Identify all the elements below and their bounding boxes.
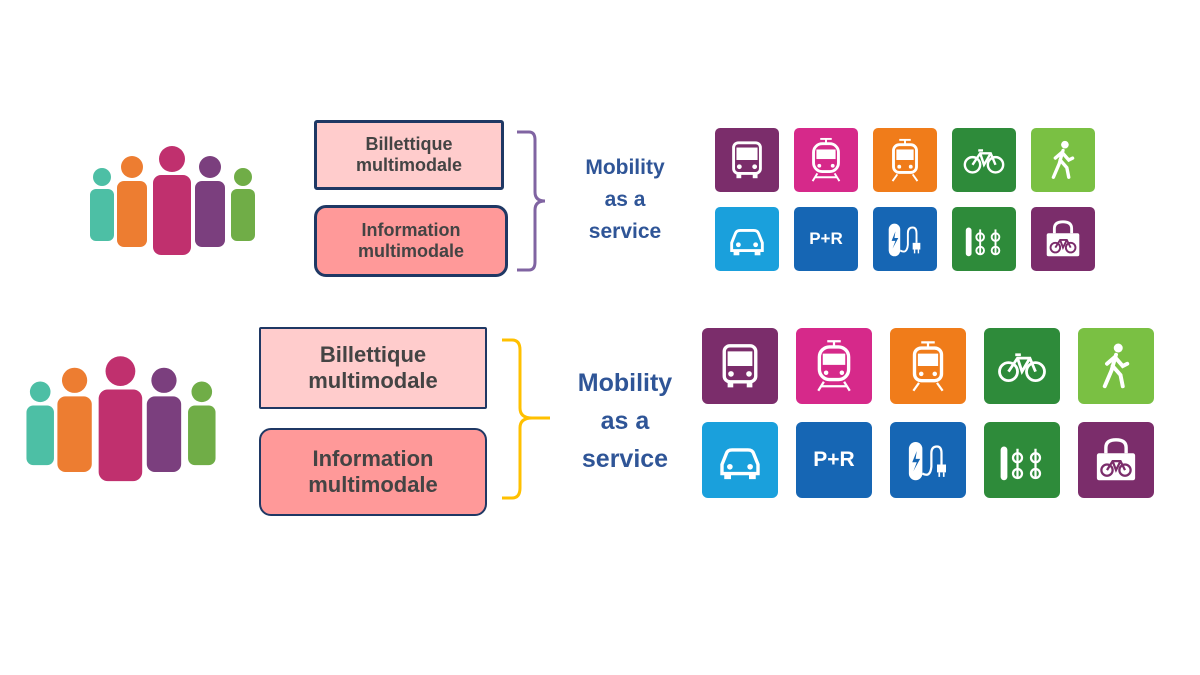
- information-line1: Information: [312, 446, 434, 471]
- park-and-ride-tile: P+R: [794, 207, 858, 271]
- bike-sharing-icon: [965, 227, 1001, 257]
- maas-line3: service: [581, 445, 669, 473]
- maas-line1: Mobility: [585, 156, 665, 179]
- bicycle-tile: [952, 128, 1016, 192]
- billettique-line2: multimodale: [355, 155, 462, 175]
- maas-line3: service: [588, 220, 662, 243]
- billettique-box: Billettique multimodale: [259, 327, 487, 409]
- train-tile: [796, 328, 872, 404]
- car-icon: [730, 228, 764, 256]
- mobility-icons-grid: P+R: [715, 128, 1095, 271]
- pedestrian-icon: [1102, 343, 1130, 389]
- park-and-ride-icon: P+R: [813, 448, 855, 471]
- bike-sharing-tile: [984, 422, 1060, 498]
- people-group-icon: [26, 356, 216, 482]
- ev-charging-tile: [890, 422, 966, 498]
- park-and-ride-tile: P+R: [796, 422, 872, 498]
- mobility-icons-grid: P+R: [702, 328, 1154, 498]
- maas-label: Mobility as a service: [560, 364, 690, 478]
- bus-icon: [732, 141, 762, 179]
- bus-tile: [715, 128, 779, 192]
- bus-tile: [702, 328, 778, 404]
- bike-locker-tile: [1031, 207, 1095, 271]
- train-icon: [817, 340, 851, 392]
- car-tile: [715, 207, 779, 271]
- billettique-line2: multimodale: [308, 368, 438, 393]
- billettique-line1: Billettique: [365, 134, 453, 154]
- bus-icon: [722, 344, 758, 388]
- tram-tile: [890, 328, 966, 404]
- ev-charging-icon: [888, 223, 921, 257]
- maas-line2: as a: [600, 407, 650, 435]
- tram-icon: [912, 341, 944, 392]
- information-line2: multimodale: [357, 241, 464, 261]
- ev-charging-tile: [873, 207, 937, 271]
- billettique-line1: Billettique: [319, 342, 427, 367]
- information-line1: Information: [361, 220, 461, 240]
- people-group-icon: [90, 146, 255, 255]
- maas-line1: Mobility: [577, 369, 673, 397]
- bicycle-icon: [998, 353, 1046, 383]
- billettique-box: Billettique multimodale: [314, 120, 504, 190]
- bike-locker-tile: [1078, 422, 1154, 498]
- tram-tile: [873, 128, 937, 192]
- car-icon: [720, 448, 760, 480]
- pedestrian-tile: [1031, 128, 1095, 192]
- bicycle-tile: [984, 328, 1060, 404]
- bike-sharing-icon: [1000, 446, 1042, 481]
- bicycle-icon: [963, 149, 1005, 174]
- bike-locker-icon: [1046, 220, 1080, 257]
- information-box: Information multimodale: [259, 428, 487, 516]
- maas-label: Mobility as a service: [570, 152, 680, 248]
- information-line2: multimodale: [308, 472, 438, 497]
- curly-brace-icon: [517, 130, 546, 272]
- park-and-ride-icon: P+R: [809, 229, 843, 248]
- bike-locker-icon: [1096, 438, 1136, 481]
- information-box: Information multimodale: [314, 205, 508, 277]
- train-tile: [794, 128, 858, 192]
- train-icon: [811, 137, 841, 182]
- pedestrian-icon: [1051, 140, 1075, 179]
- car-tile: [702, 422, 778, 498]
- pedestrian-tile: [1078, 328, 1154, 404]
- tram-icon: [891, 138, 919, 182]
- bike-sharing-tile: [952, 207, 1016, 271]
- ev-charging-icon: [908, 442, 946, 481]
- maas-line2: as a: [604, 188, 646, 211]
- curly-brace-icon: [502, 338, 550, 500]
